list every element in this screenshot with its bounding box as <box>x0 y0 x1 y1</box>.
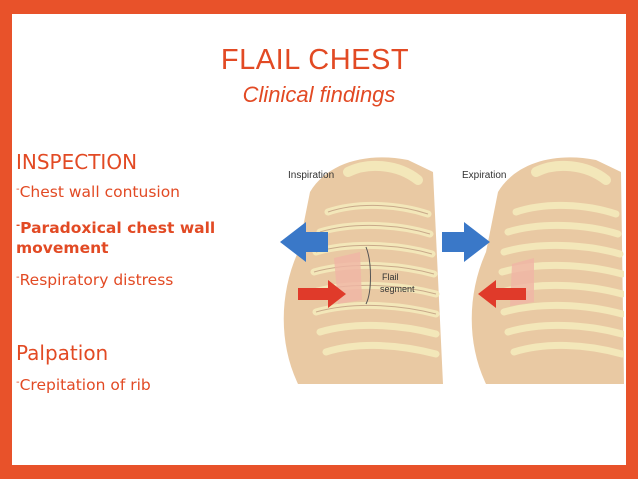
list-item-text: Chest wall contusion <box>19 183 181 201</box>
blue-arrow-left-icon <box>280 222 328 262</box>
list-item-text: Respiratory distress <box>19 271 174 289</box>
blue-arrow-right-icon <box>442 222 490 262</box>
list-item: -Chest wall contusion <box>16 182 226 202</box>
inspection-heading: INSPECTION <box>16 150 138 174</box>
inspiration-label: Inspiration <box>288 170 334 181</box>
bullet-dash: - <box>16 184 20 195</box>
torso-inspiration <box>283 157 443 384</box>
list-item: -Paradoxical chest wall movement <box>16 218 226 258</box>
slide-title: FLAIL CHEST <box>220 44 410 76</box>
slide-subtitle: Clinical findings <box>242 82 396 107</box>
list-item: -Respiratory distress <box>16 270 226 290</box>
palpation-heading: Palpation <box>16 341 109 365</box>
flail-label: Flail <box>382 272 399 282</box>
red-arrow-left-icon <box>478 280 526 308</box>
expiration-label: Expiration <box>462 170 506 181</box>
list-item-text: Paradoxical chest wall movement <box>16 219 216 257</box>
bullet-dash: - <box>16 272 20 283</box>
flail-chest-illustration: Inspiration Flail segment Expiration <box>280 157 624 384</box>
list-item-text: Crepitation of rib <box>19 376 151 394</box>
list-item: -Crepitation of rib <box>16 375 226 395</box>
torso-expiration <box>471 157 624 384</box>
bullet-dash: - <box>16 220 21 231</box>
red-arrow-right-icon <box>298 280 346 308</box>
bullet-dash: - <box>16 377 20 388</box>
segment-label: segment <box>380 284 415 294</box>
